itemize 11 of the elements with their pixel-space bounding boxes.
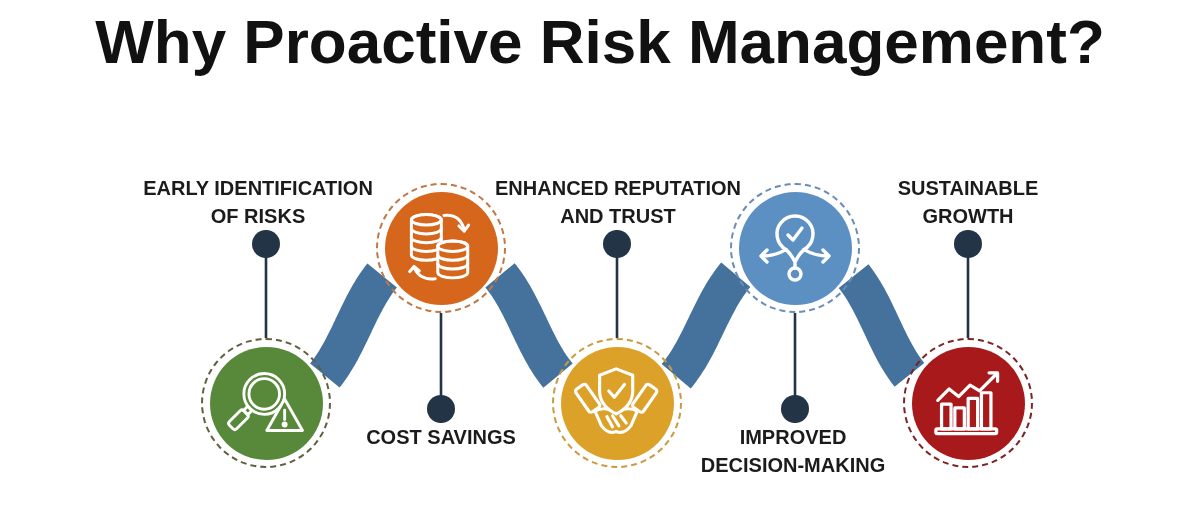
leader-line [427,313,455,423]
title: Why Proactive Risk Management? [94,6,1106,78]
leader-line [603,230,631,338]
step-label: COST SAVINGS [365,425,517,450]
step-label: IMPROVED DECISION-MAKING [699,425,887,478]
leader-line [252,230,280,338]
step-label: EARLY IDENTIFICATION OF RISKS [142,176,374,229]
step-label: SUSTAINABLE GROWTH [896,176,1040,229]
leader-line [781,313,809,423]
step-label: ENHANCED REPUTATION AND TRUST [494,176,742,229]
leader-line [954,230,982,338]
